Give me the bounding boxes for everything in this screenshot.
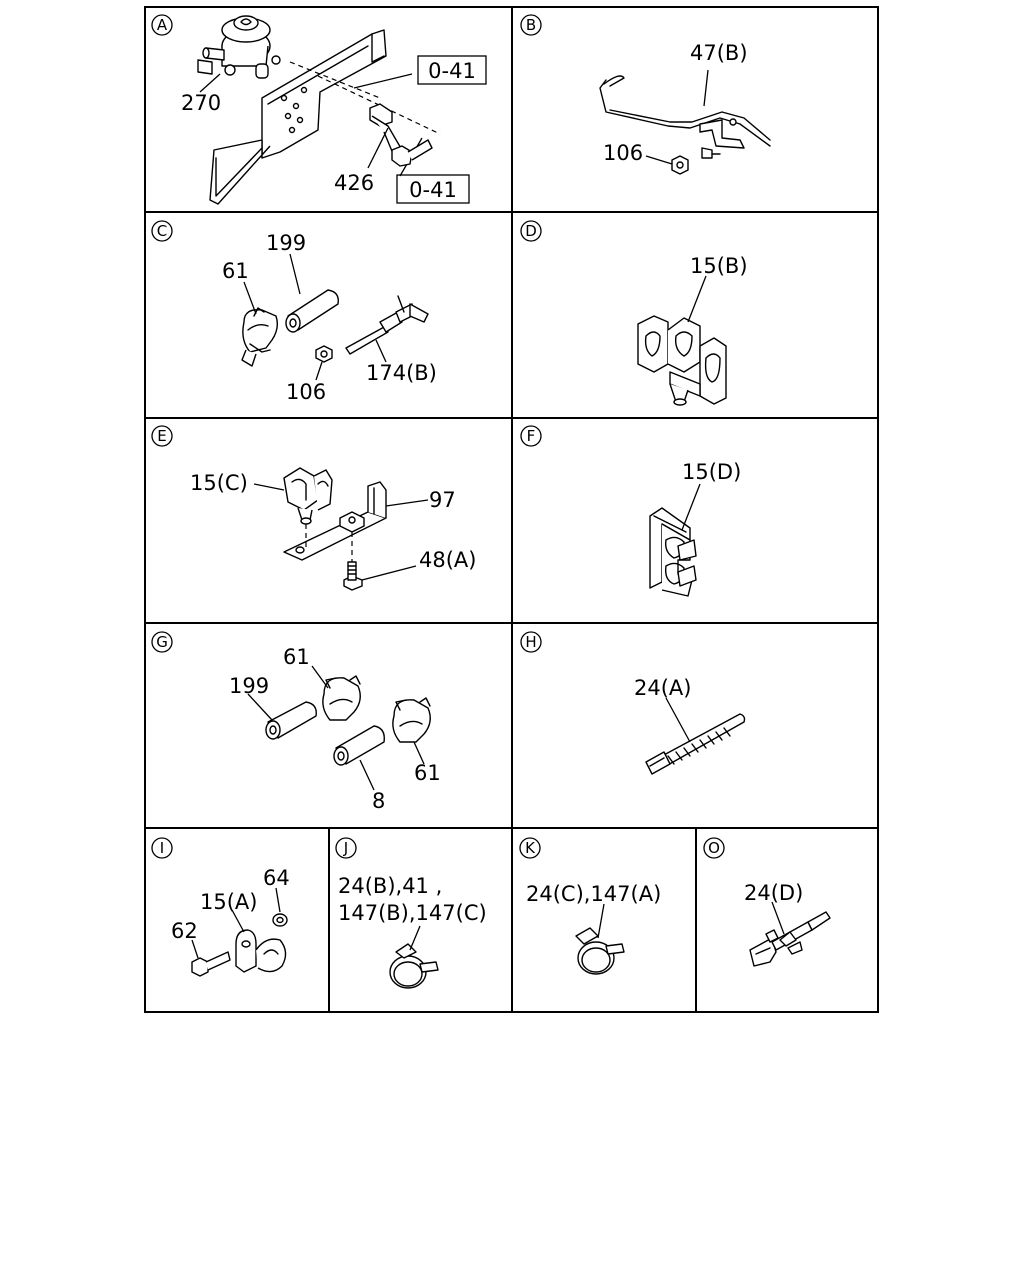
- nut-106-c-drawing: [315, 345, 333, 363]
- panel-e: 15(C) 97 48(A): [190, 467, 476, 591]
- bolt-041-drawing: [391, 139, 433, 167]
- vacuum-pipe-drawing: [599, 75, 771, 159]
- svg-text:E: E: [157, 427, 166, 445]
- callout-j-line2: 147(B),147(C): [338, 901, 487, 925]
- panel-letter-g: G: [151, 631, 173, 653]
- panel-letter-b: B: [520, 14, 542, 36]
- svg-text:J: J: [343, 839, 348, 857]
- panel-h: 24(A): [634, 676, 746, 775]
- clip-24d-drawing: [749, 911, 831, 967]
- connector-174b-drawing: [345, 295, 429, 355]
- hose-clamp-j-drawing: [389, 943, 439, 989]
- panel-letter-c: C: [151, 220, 173, 242]
- washer-64-drawing: [272, 913, 288, 927]
- svg-text:0-41: 0-41: [409, 178, 457, 202]
- svg-text:C: C: [157, 222, 167, 240]
- callout-24a: 24(A): [634, 676, 691, 700]
- svg-text:D: D: [525, 222, 537, 240]
- svg-text:O: O: [708, 839, 720, 857]
- callout-199-g: 199: [229, 674, 269, 698]
- callout-15d: 15(D): [682, 460, 741, 484]
- callout-97: 97: [429, 488, 456, 512]
- bolt-48a-drawing: [343, 561, 363, 591]
- clip-15c-drawing: [283, 467, 333, 525]
- clamp-15a-drawing: [235, 929, 287, 973]
- callout-24d: 24(D): [744, 881, 803, 905]
- tube-199-g-drawing: [265, 701, 317, 740]
- panel-c: 199 61 106 174(B): [222, 231, 437, 404]
- tube-199-drawing: [285, 289, 339, 333]
- clip-61-lower-drawing: [392, 697, 431, 743]
- cable-tie-24a-drawing: [645, 713, 746, 775]
- panel-letter-a: A: [151, 14, 173, 36]
- callout-270: 270: [181, 91, 221, 115]
- svg-text:H: H: [525, 633, 536, 651]
- panel-letter-o: O: [703, 837, 725, 859]
- panel-letter-k: K: [519, 837, 541, 859]
- callout-15b: 15(B): [690, 254, 748, 278]
- panel-k: 24(C),147(A): [526, 882, 661, 975]
- svg-text:I: I: [160, 839, 164, 857]
- svg-text:K: K: [525, 839, 536, 857]
- callout-15c: 15(C): [190, 471, 248, 495]
- panel-letter-e: E: [151, 425, 173, 447]
- callout-199-c: 199: [266, 231, 306, 255]
- panel-i: 64 15(A) 62: [171, 866, 290, 977]
- callout-k-line1: 24(C),147(A): [526, 882, 661, 906]
- callout-64: 64: [263, 866, 290, 890]
- ref-box-0-41-bottom: 0-41: [396, 174, 470, 204]
- bolt-62-drawing: [191, 951, 231, 977]
- ref-box-0-41-top: 0-41: [417, 55, 487, 85]
- panel-letter-j: J: [335, 837, 357, 859]
- callout-174b: 174(B): [366, 361, 437, 385]
- panel-j: 24(B),41 , 147(B),147(C): [338, 874, 487, 989]
- panel-o: 24(D): [744, 881, 831, 967]
- callout-61-g-lower: 61: [414, 761, 441, 785]
- clip-15b-drawing: [637, 315, 727, 406]
- panel-grid: [144, 6, 879, 1013]
- vacuum-bracket-drawing: [261, 29, 387, 159]
- panel-letter-i: I: [151, 837, 173, 859]
- panel-f: 15(D): [649, 460, 741, 597]
- panel-g: 61 199 61 8: [229, 645, 441, 813]
- panel-letter-f: F: [520, 425, 542, 447]
- panel-b: 47(B) 106: [599, 41, 771, 175]
- callout-47b: 47(B): [690, 41, 748, 65]
- svg-text:F: F: [527, 427, 536, 445]
- callout-8: 8: [372, 789, 385, 813]
- svg-text:0-41: 0-41: [428, 59, 476, 83]
- bracket-97-drawing: [283, 481, 387, 561]
- clip-61-upper-drawing: [322, 675, 361, 721]
- callout-61-c: 61: [222, 259, 249, 283]
- callout-106-c: 106: [286, 380, 326, 404]
- nut-106-drawing: [671, 155, 689, 175]
- callout-15a: 15(A): [200, 890, 257, 914]
- callout-61-g-upper: 61: [283, 645, 310, 669]
- hose-clamp-k-drawing: [575, 927, 625, 975]
- callout-106-b: 106: [603, 141, 643, 165]
- callout-426: 426: [334, 171, 374, 195]
- callout-j-line1: 24(B),41 ,: [338, 874, 442, 898]
- panel-d: 15(B): [637, 254, 748, 406]
- clip-15d-drawing: [649, 507, 697, 597]
- svg-text:G: G: [156, 633, 168, 651]
- svg-text:B: B: [526, 16, 536, 34]
- clip-61-drawing: [241, 307, 279, 367]
- panel-a: 0-41 0-41 270 426: [181, 15, 487, 205]
- tube-8-drawing: [333, 725, 385, 766]
- vacuum-valve-drawing: [197, 15, 281, 79]
- callout-62: 62: [171, 919, 198, 943]
- callout-48a: 48(A): [419, 548, 476, 572]
- panel-letter-h: H: [520, 631, 542, 653]
- panel-letter-d: D: [520, 220, 542, 242]
- svg-text:A: A: [157, 16, 168, 34]
